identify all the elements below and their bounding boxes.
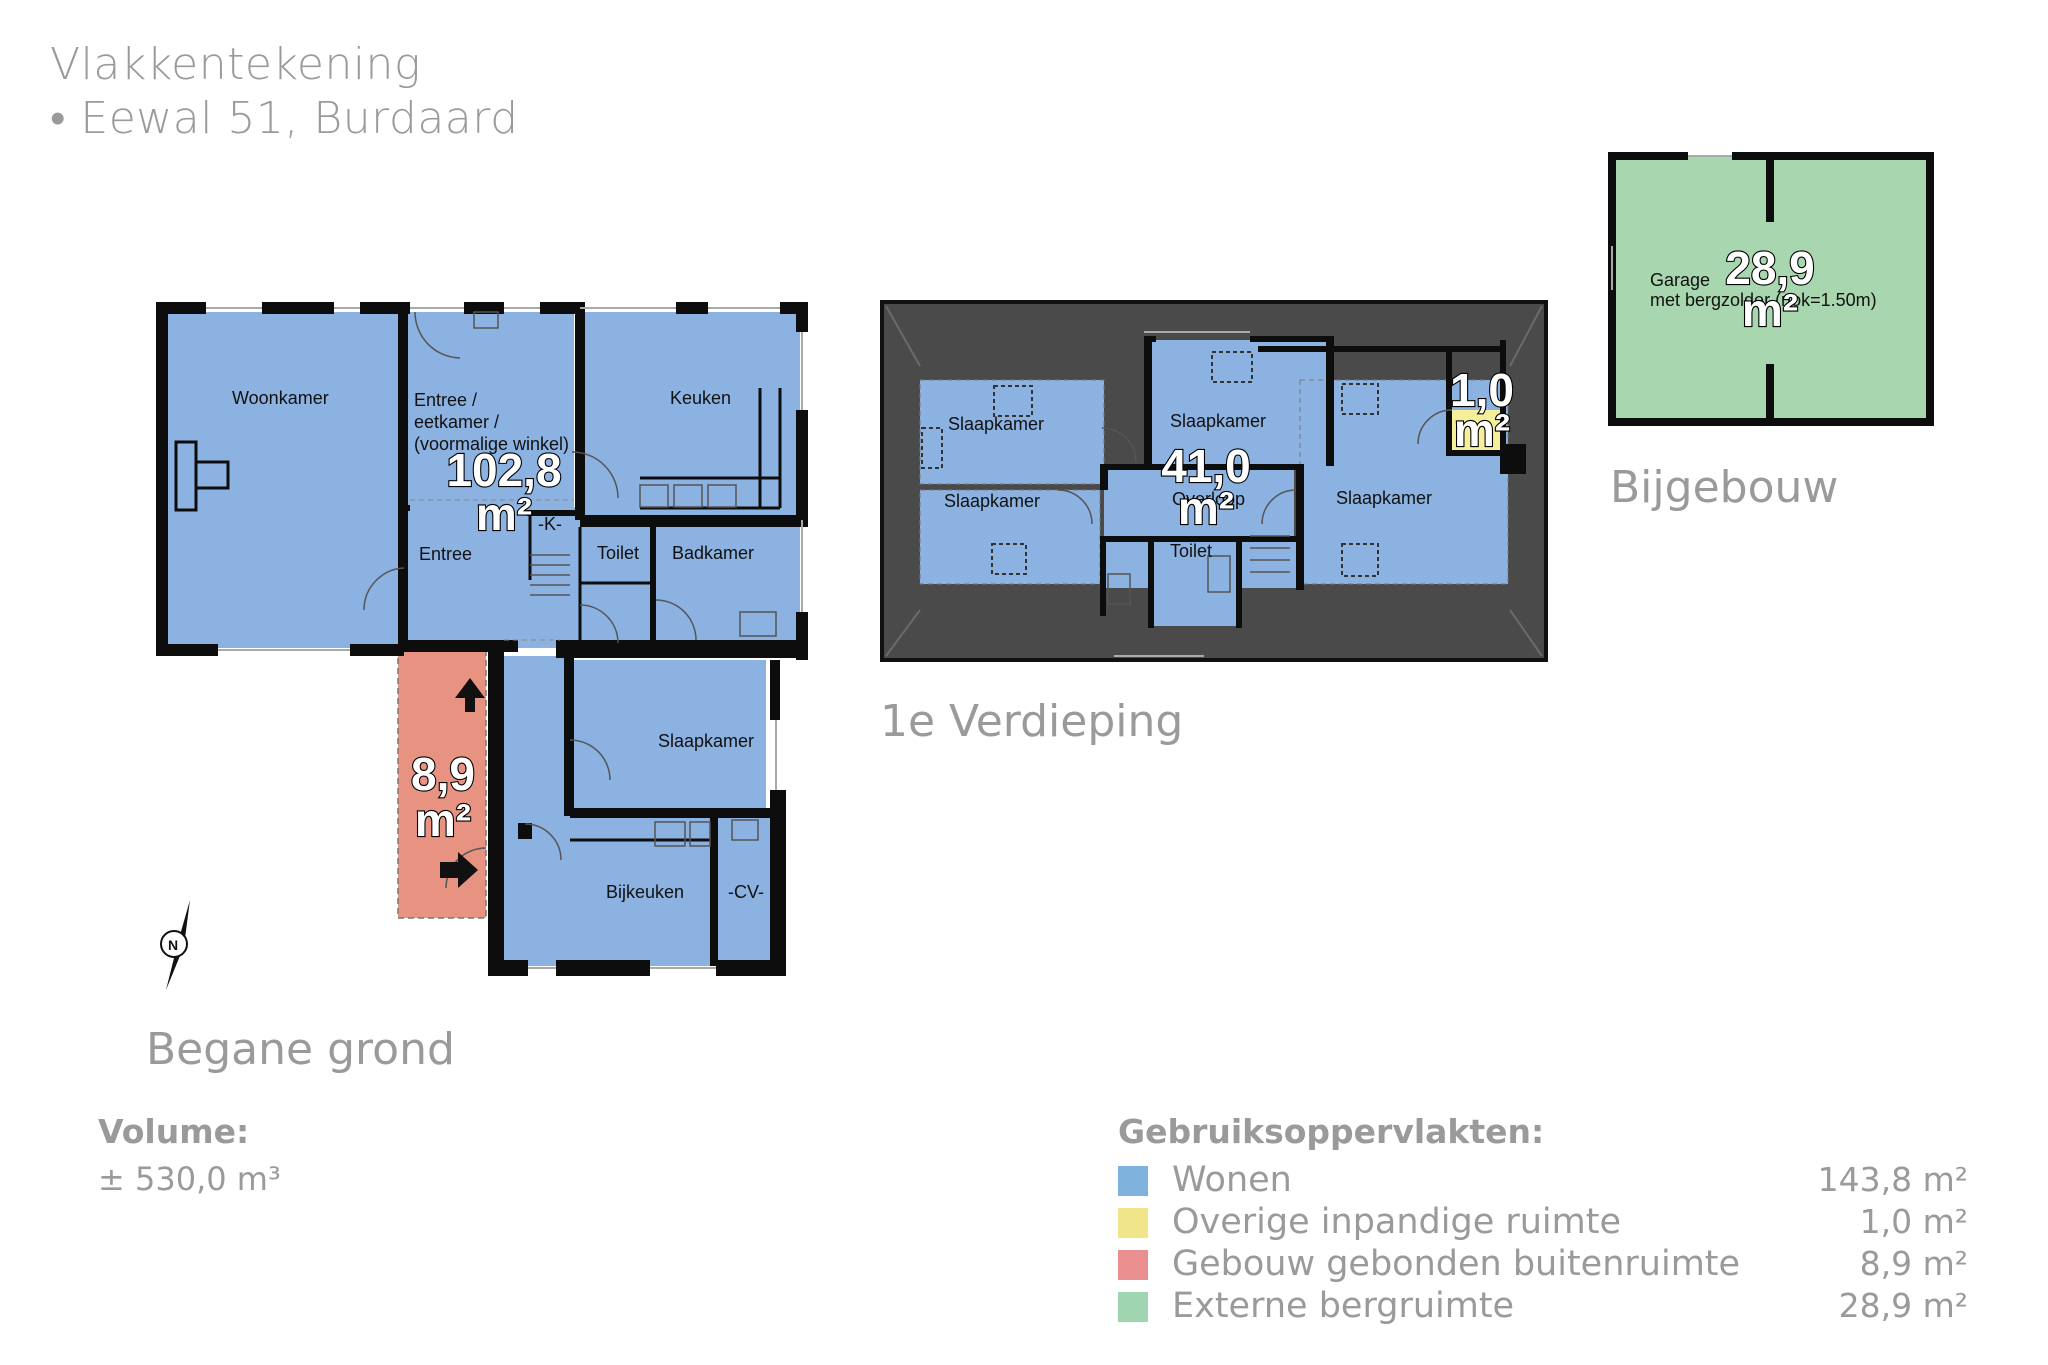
area-unit-other: m² [1454,404,1510,456]
compass-icon: N [160,900,190,990]
area-unit-outdoor: m² [415,794,471,846]
label-cv: -CV- [728,882,764,902]
room-other-inside [1450,410,1500,454]
room-corridor [504,656,564,816]
legend-label: Externe bergruimte [1172,1286,1515,1326]
section-label-first: 1e Verdieping [880,696,1184,747]
label-entree-eetkamer-3: (voormalige winkel) [414,434,569,454]
room-toilet [580,525,650,583]
title-line-2: • Eewal 51, Burdaard [50,93,519,144]
ground-floor-plan: Woonkamer Entree / eetkamer / (voormalig… [156,302,808,976]
area-value-first: 41,0 [1161,440,1251,492]
section-label-annex: Bijgebouw [1610,462,1839,513]
label-garage-2: met bergzolder (nok=1.50m) [1650,290,1877,310]
label-toilet: Toilet [597,543,639,563]
volume-value: ± 530,0 m³ [98,1160,281,1198]
area-value-annex: 28,9 [1725,242,1815,294]
page-title: Vlakkentekening • Eewal 51, Burdaard [50,38,519,146]
room-entree [404,507,580,648]
area-unit-first: m² [1178,482,1234,534]
label-toilet-first: Toilet [1170,541,1212,561]
label-badkamer: Badkamer [672,543,754,563]
first-floor-plan: Slaapkamer Slaapkamer Slaapkamer Slaapka… [880,300,1548,662]
label-slaapkamer-n: Slaapkamer [1170,411,1266,431]
area-unit-ground: m² [476,488,532,540]
title-line-1: Vlakkentekening [50,39,421,90]
label-entree: Entree [419,544,472,564]
label-slaapkamer-e: Slaapkamer [1336,488,1432,508]
legend-value: 143,8 m² [1817,1160,1968,1199]
legend-value: 1,0 m² [1859,1202,1968,1241]
room-cv [716,816,770,966]
entrance-arrow-right-icon [440,852,478,888]
area-value-ground: 102,8 [446,444,561,496]
legend-value: 8,9 m² [1859,1244,1968,1283]
label-keuken: Keuken [670,388,731,408]
legend-item-overige: Overige inpandige ruimte 1,0 m² [1118,1202,1968,1244]
legend-item-bergruimte: Externe bergruimte 28,9 m² [1118,1286,1968,1328]
legend-label: Overige inpandige ruimte [1172,1202,1622,1242]
volume-heading: Volume: [98,1112,250,1151]
section-label-ground: Begane grond [146,1024,455,1075]
room-toilet-first [1152,538,1240,626]
annex-plan: Garage met bergzolder (nok=1.50m) 28,9 m… [1608,152,1934,426]
room-keuken [580,312,800,515]
legend-item-buitenruimte: Gebouw gebonden buitenruimte 8,9 m² [1118,1244,1968,1286]
label-k: -K- [538,514,562,534]
legend-heading: Gebruiksoppervlakten: [1118,1112,1545,1151]
room-slaapkamer-ground [570,660,766,810]
legend-swatch-buitenruimte [1118,1250,1148,1280]
legend-value: 28,9 m² [1838,1286,1968,1325]
label-slaapkamer-sw: Slaapkamer [944,491,1040,511]
room-stair-area [1104,536,1152,588]
room-stair-area-2 [1240,536,1296,588]
legend-label: Wonen [1172,1160,1292,1200]
legend-item-wonen: Wonen 143,8 m² [1118,1160,1968,1202]
legend-label: Gebouw gebonden buitenruimte [1172,1244,1741,1284]
label-slaapkamer-nw: Slaapkamer [948,414,1044,434]
label-entree-eetkamer-1: Entree / [414,390,477,410]
room-woonkamer [160,312,398,648]
label-overloop: Overloop [1172,489,1245,509]
room-hall-small [580,583,650,640]
label-garage-1: Garage [1650,270,1710,290]
entrance-arrow-up-icon [455,678,485,712]
room-entree-eetkamer [404,312,574,507]
area-value-outdoor: 8,9 [411,748,475,800]
area-unit-annex: m² [1742,284,1798,336]
label-entree-eetkamer-2: eetkamer / [414,412,499,432]
legend-swatch-wonen [1118,1166,1148,1196]
label-bijkeuken: Bijkeuken [606,882,684,902]
area-value-other: 1,0 [1450,364,1514,416]
compass-label: N [168,937,178,953]
label-woonkamer: Woonkamer [232,388,329,408]
legend-swatch-bergruimte [1118,1292,1148,1322]
room-overloop [1104,466,1294,536]
label-slaapkamer: Slaapkamer [658,731,754,751]
legend: Wonen 143,8 m² Overige inpandige ruimte … [1118,1160,1968,1328]
legend-swatch-overige [1118,1208,1148,1238]
